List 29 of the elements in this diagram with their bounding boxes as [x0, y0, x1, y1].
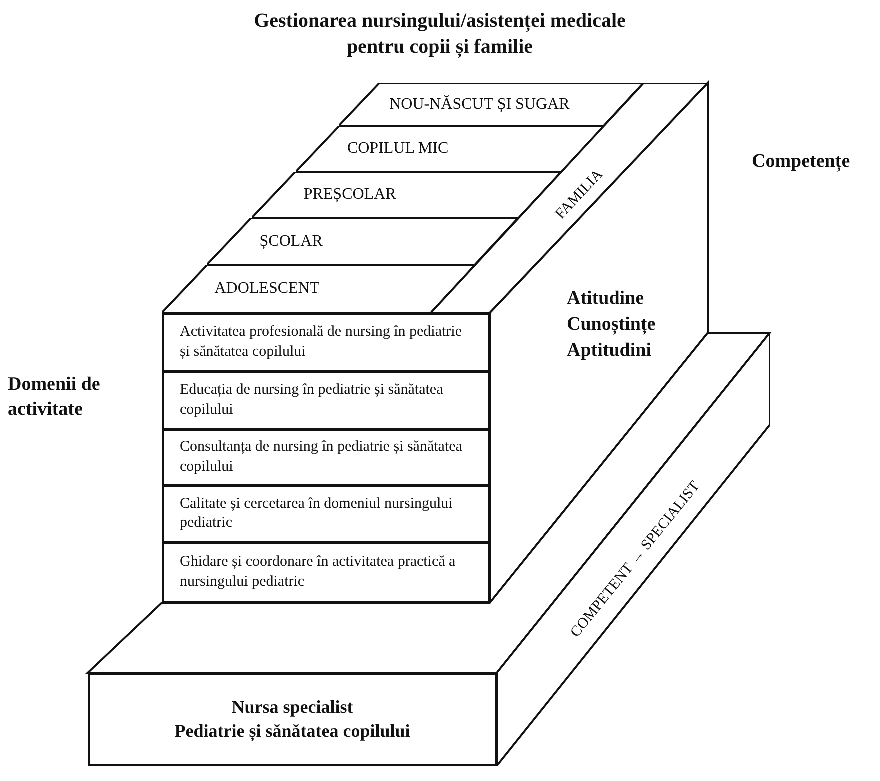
side-label: Competențe	[752, 150, 850, 174]
activity-row	[162, 485, 490, 543]
activity-row	[162, 429, 490, 486]
band-text: ADOLESCENT	[214, 281, 320, 297]
row-text: Calitate și cercetarea în domeniul nursingului pediatric	[180, 494, 454, 533]
title: Gestionarea nursingului/asistenței medicale pentru copii și familie	[253, 9, 627, 60]
band-text: ȘCOLAR	[260, 234, 323, 250]
row-text: Consultanța de nursing în pediatrie și sănătatea copilului	[180, 438, 464, 476]
row-text: Activitatea profesională de nursing în pediatrie și sănătatea copilului	[180, 323, 463, 362]
activity-row	[162, 371, 490, 430]
side-label: Cunoștințe	[567, 313, 656, 337]
band-text: NOU-NĂSCUT ȘI SUGAR	[390, 96, 570, 112]
age-band	[207, 218, 519, 265]
level-band	[497, 333, 770, 766]
side-label: Domenii de activitate	[8, 373, 102, 422]
base-text: Pediatrie și sănătatea copilului	[174, 720, 410, 743]
row-text: Educația de nursing în pediatrie și sănătatea copilului	[180, 381, 444, 420]
row-text: Ghidare și coordonare în activitatea practică a nursingului pediatric	[180, 553, 457, 592]
base-front-face	[88, 673, 497, 766]
age-band	[339, 83, 644, 126]
base-text: Nursa specialist	[232, 696, 354, 720]
age-band	[162, 265, 476, 313]
band-text: COPILUL MIC	[347, 141, 449, 157]
band-text: PREȘCOLAR	[304, 187, 396, 203]
side-label: Aptitudini	[567, 339, 652, 363]
activity-row	[162, 542, 490, 603]
age-band	[296, 126, 604, 172]
activity-row	[162, 313, 490, 372]
side-label: Atitudine	[567, 287, 644, 311]
